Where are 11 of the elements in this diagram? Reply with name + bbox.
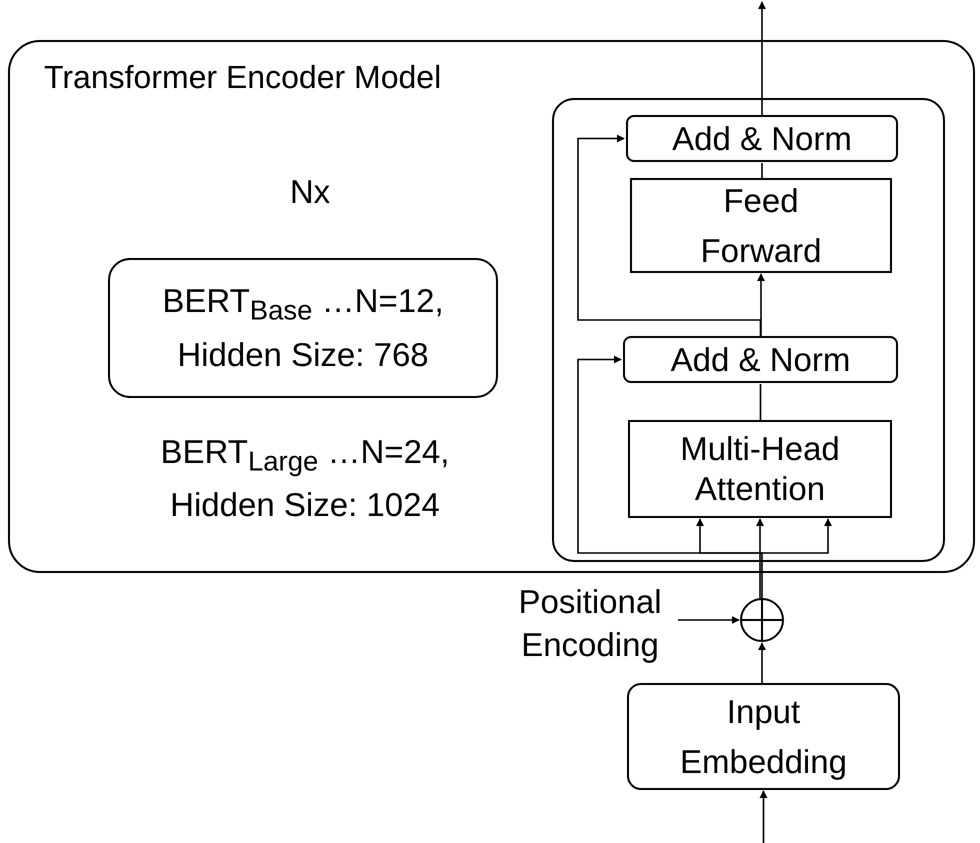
layer-box: Multi-Head Attention bbox=[628, 420, 892, 518]
nx-label: Nx bbox=[288, 172, 332, 212]
sum-circle bbox=[740, 598, 784, 642]
layer-box: Add & Norm bbox=[626, 115, 898, 162]
layer-box: Add & Norm bbox=[623, 336, 898, 383]
model-size-note: BERT$_{Large}$ …N=24, Hidden Size: 1024 bbox=[160, 432, 450, 526]
layer-box: Input Embedding bbox=[627, 683, 900, 790]
encoder-layer-box bbox=[552, 98, 945, 562]
text-label: Positional Encoding bbox=[492, 578, 688, 670]
layer-box: Feed Forward bbox=[630, 178, 892, 273]
info-box: BERT$_{Base}$ …N=12, Hidden Size: 768 bbox=[108, 258, 498, 398]
